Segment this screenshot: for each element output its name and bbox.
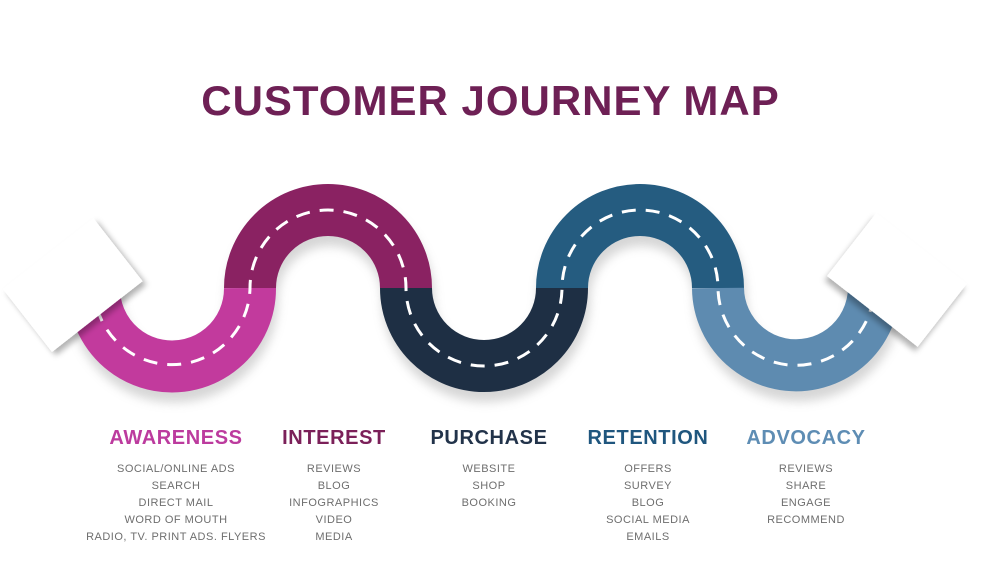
page-title: CUSTOMER JOURNEY MAP bbox=[201, 77, 780, 124]
stage-item: BOOKING bbox=[461, 497, 517, 509]
stage-items-interest: REVIEWS BLOG INFOGRAPHICS VIDEO MEDIA bbox=[219, 461, 449, 546]
stage-item: INFOGRAPHICS bbox=[289, 497, 379, 509]
stage-title-interest: INTEREST bbox=[282, 427, 386, 449]
stage-column-interest: INTEREST REVIEWS BLOG INFOGRAPHICS VIDEO… bbox=[219, 427, 449, 546]
stage-item: DIRECT MAIL bbox=[138, 497, 214, 509]
stage-item: SOCIAL/ONLINE ADS bbox=[117, 463, 235, 475]
stage-item: OFFERS bbox=[624, 463, 672, 475]
stage-items-purchase: WEBSITE SHOP BOOKING bbox=[374, 461, 604, 512]
stage-item: REVIEWS bbox=[778, 463, 834, 475]
stage-title-purchase: PURCHASE bbox=[430, 427, 548, 449]
stage-item: RADIO, TV. PRINT ADS. FLYERS bbox=[86, 531, 266, 543]
road-segment-retention bbox=[536, 184, 744, 289]
stage-column-retention: RETENTION OFFERS SURVEY BLOG SOCIAL MEDI… bbox=[533, 427, 763, 546]
stage-item: SOCIAL MEDIA bbox=[606, 514, 690, 526]
stage-item: ENGAGE bbox=[780, 497, 832, 509]
stage-item: SURVEY bbox=[623, 480, 673, 492]
road-segment-purchase bbox=[380, 287, 588, 392]
stage-items-advocacy: REVIEWS SHARE ENGAGE RECOMMEND bbox=[691, 461, 921, 529]
stage-title-advocacy: ADVOCACY bbox=[746, 427, 866, 449]
stage-column-awareness: AWARENESS SOCIAL/ONLINE ADS SEARCH DIREC… bbox=[61, 427, 291, 546]
road-center-dashed-line bbox=[95, 208, 876, 368]
stage-item: WORD OF MOUTH bbox=[124, 514, 228, 526]
stage-item: SEARCH bbox=[151, 480, 201, 492]
stage-item: BLOG bbox=[317, 480, 351, 492]
stage-column-advocacy: ADVOCACY REVIEWS SHARE ENGAGE RECOMMEND bbox=[691, 427, 921, 529]
stage-title-retention: RETENTION bbox=[587, 427, 709, 449]
stage-item: RECOMMEND bbox=[767, 514, 845, 526]
stage-item: MEDIA bbox=[315, 531, 353, 543]
road-end-ribbon-fold bbox=[827, 212, 967, 347]
road-segment-interest bbox=[224, 184, 432, 289]
stage-title-awareness: AWARENESS bbox=[109, 427, 243, 449]
stage-item: VIDEO bbox=[315, 514, 353, 526]
stage-item: SHARE bbox=[785, 480, 827, 492]
stage-item: BLOG bbox=[631, 497, 665, 509]
stage-item: SHOP bbox=[472, 480, 506, 492]
stage-item: WEBSITE bbox=[462, 463, 516, 475]
stage-items-retention: OFFERS SURVEY BLOG SOCIAL MEDIA EMAILS bbox=[533, 461, 763, 546]
stage-column-purchase: PURCHASE WEBSITE SHOP BOOKING bbox=[374, 427, 604, 512]
stage-items-awareness: SOCIAL/ONLINE ADS SEARCH DIRECT MAIL WOR… bbox=[61, 461, 291, 546]
stage-item: REVIEWS bbox=[306, 463, 362, 475]
stage-item: EMAILS bbox=[626, 531, 670, 543]
road-start-ribbon-fold bbox=[2, 218, 143, 352]
